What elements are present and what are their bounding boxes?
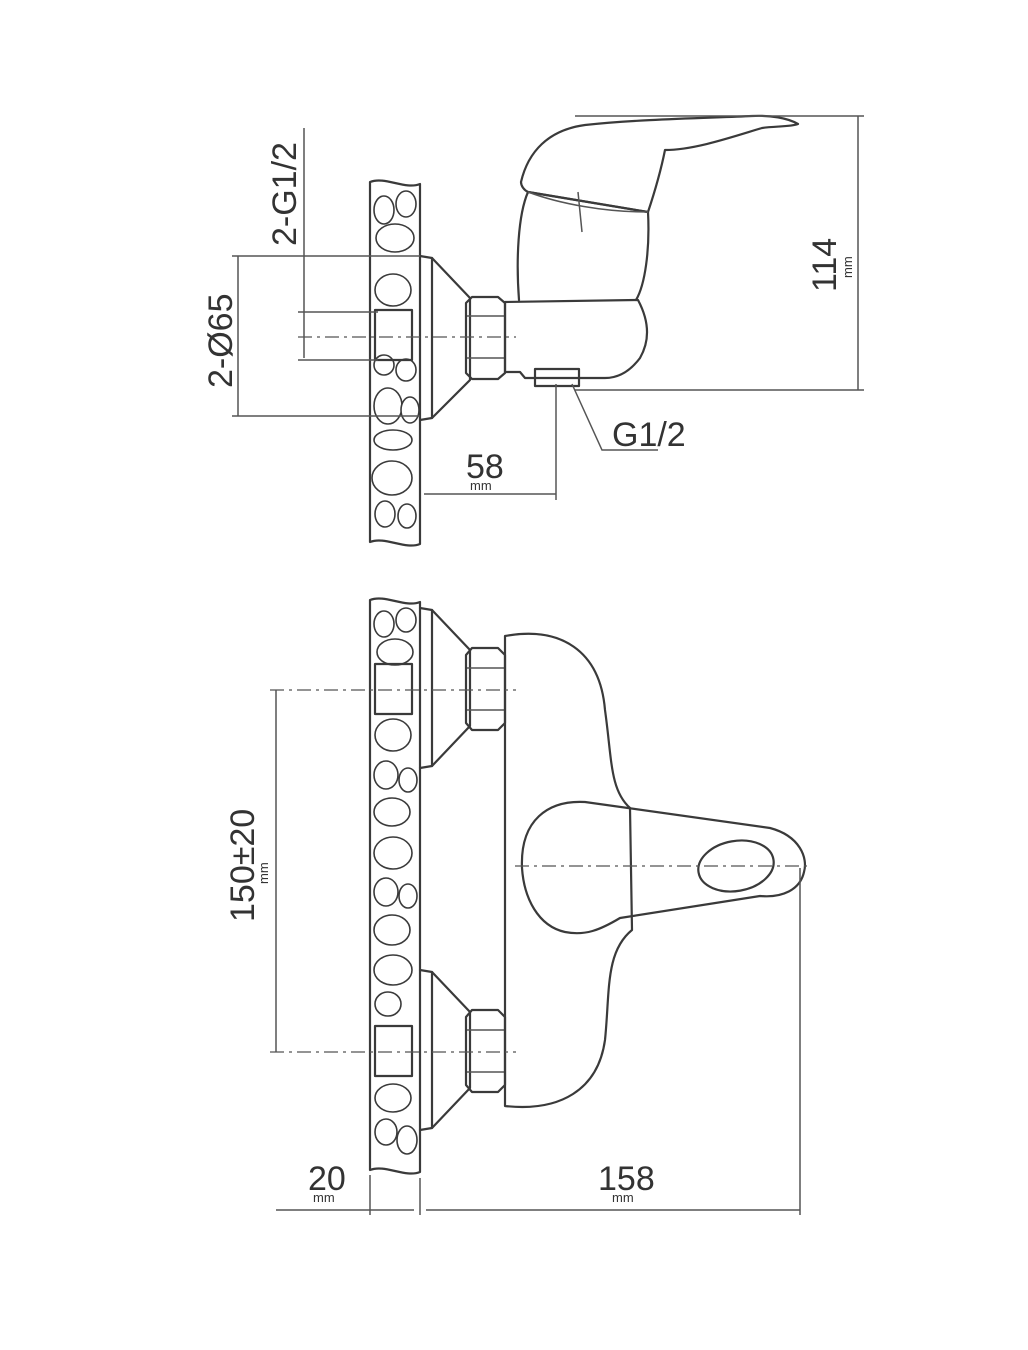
front-wall-stones	[373, 607, 418, 1155]
label-outlet-thread: G1/2	[612, 416, 686, 454]
unit-projection: mm	[470, 478, 492, 493]
front-dimension-lines	[275, 690, 801, 1215]
label-inlet-thread: 2-G1/2	[266, 142, 304, 246]
label-wall: 20	[308, 1160, 346, 1198]
side-flange	[418, 254, 472, 422]
label-reach: 158	[598, 1160, 655, 1198]
side-hex-nut	[464, 295, 507, 381]
unit-height: mm	[840, 256, 855, 278]
front-upper-connector	[418, 606, 507, 770]
side-wall-section	[368, 179, 422, 547]
label-height: 114	[806, 238, 844, 292]
unit-reach: mm	[612, 1190, 634, 1205]
unit-centers: mm	[256, 862, 271, 884]
label-flange-diameter: 2-Ø65	[202, 294, 240, 389]
front-centre-lines	[270, 689, 810, 1053]
label-projection: 58	[466, 448, 504, 486]
front-faucet-body	[503, 632, 634, 1108]
side-faucet-body	[503, 114, 800, 388]
side-view: 2-G1/2 2-Ø65 114 mm G1/2 58 mm	[202, 114, 864, 547]
front-lower-connector	[418, 968, 507, 1132]
side-dimension-lines	[232, 115, 864, 500]
unit-wall: mm	[313, 1190, 335, 1205]
front-view: 150±20 mm 20 mm 158 mm	[224, 597, 810, 1215]
front-lever	[520, 800, 806, 935]
label-centers: 150±20	[224, 809, 262, 922]
front-wall-section	[368, 597, 422, 1175]
